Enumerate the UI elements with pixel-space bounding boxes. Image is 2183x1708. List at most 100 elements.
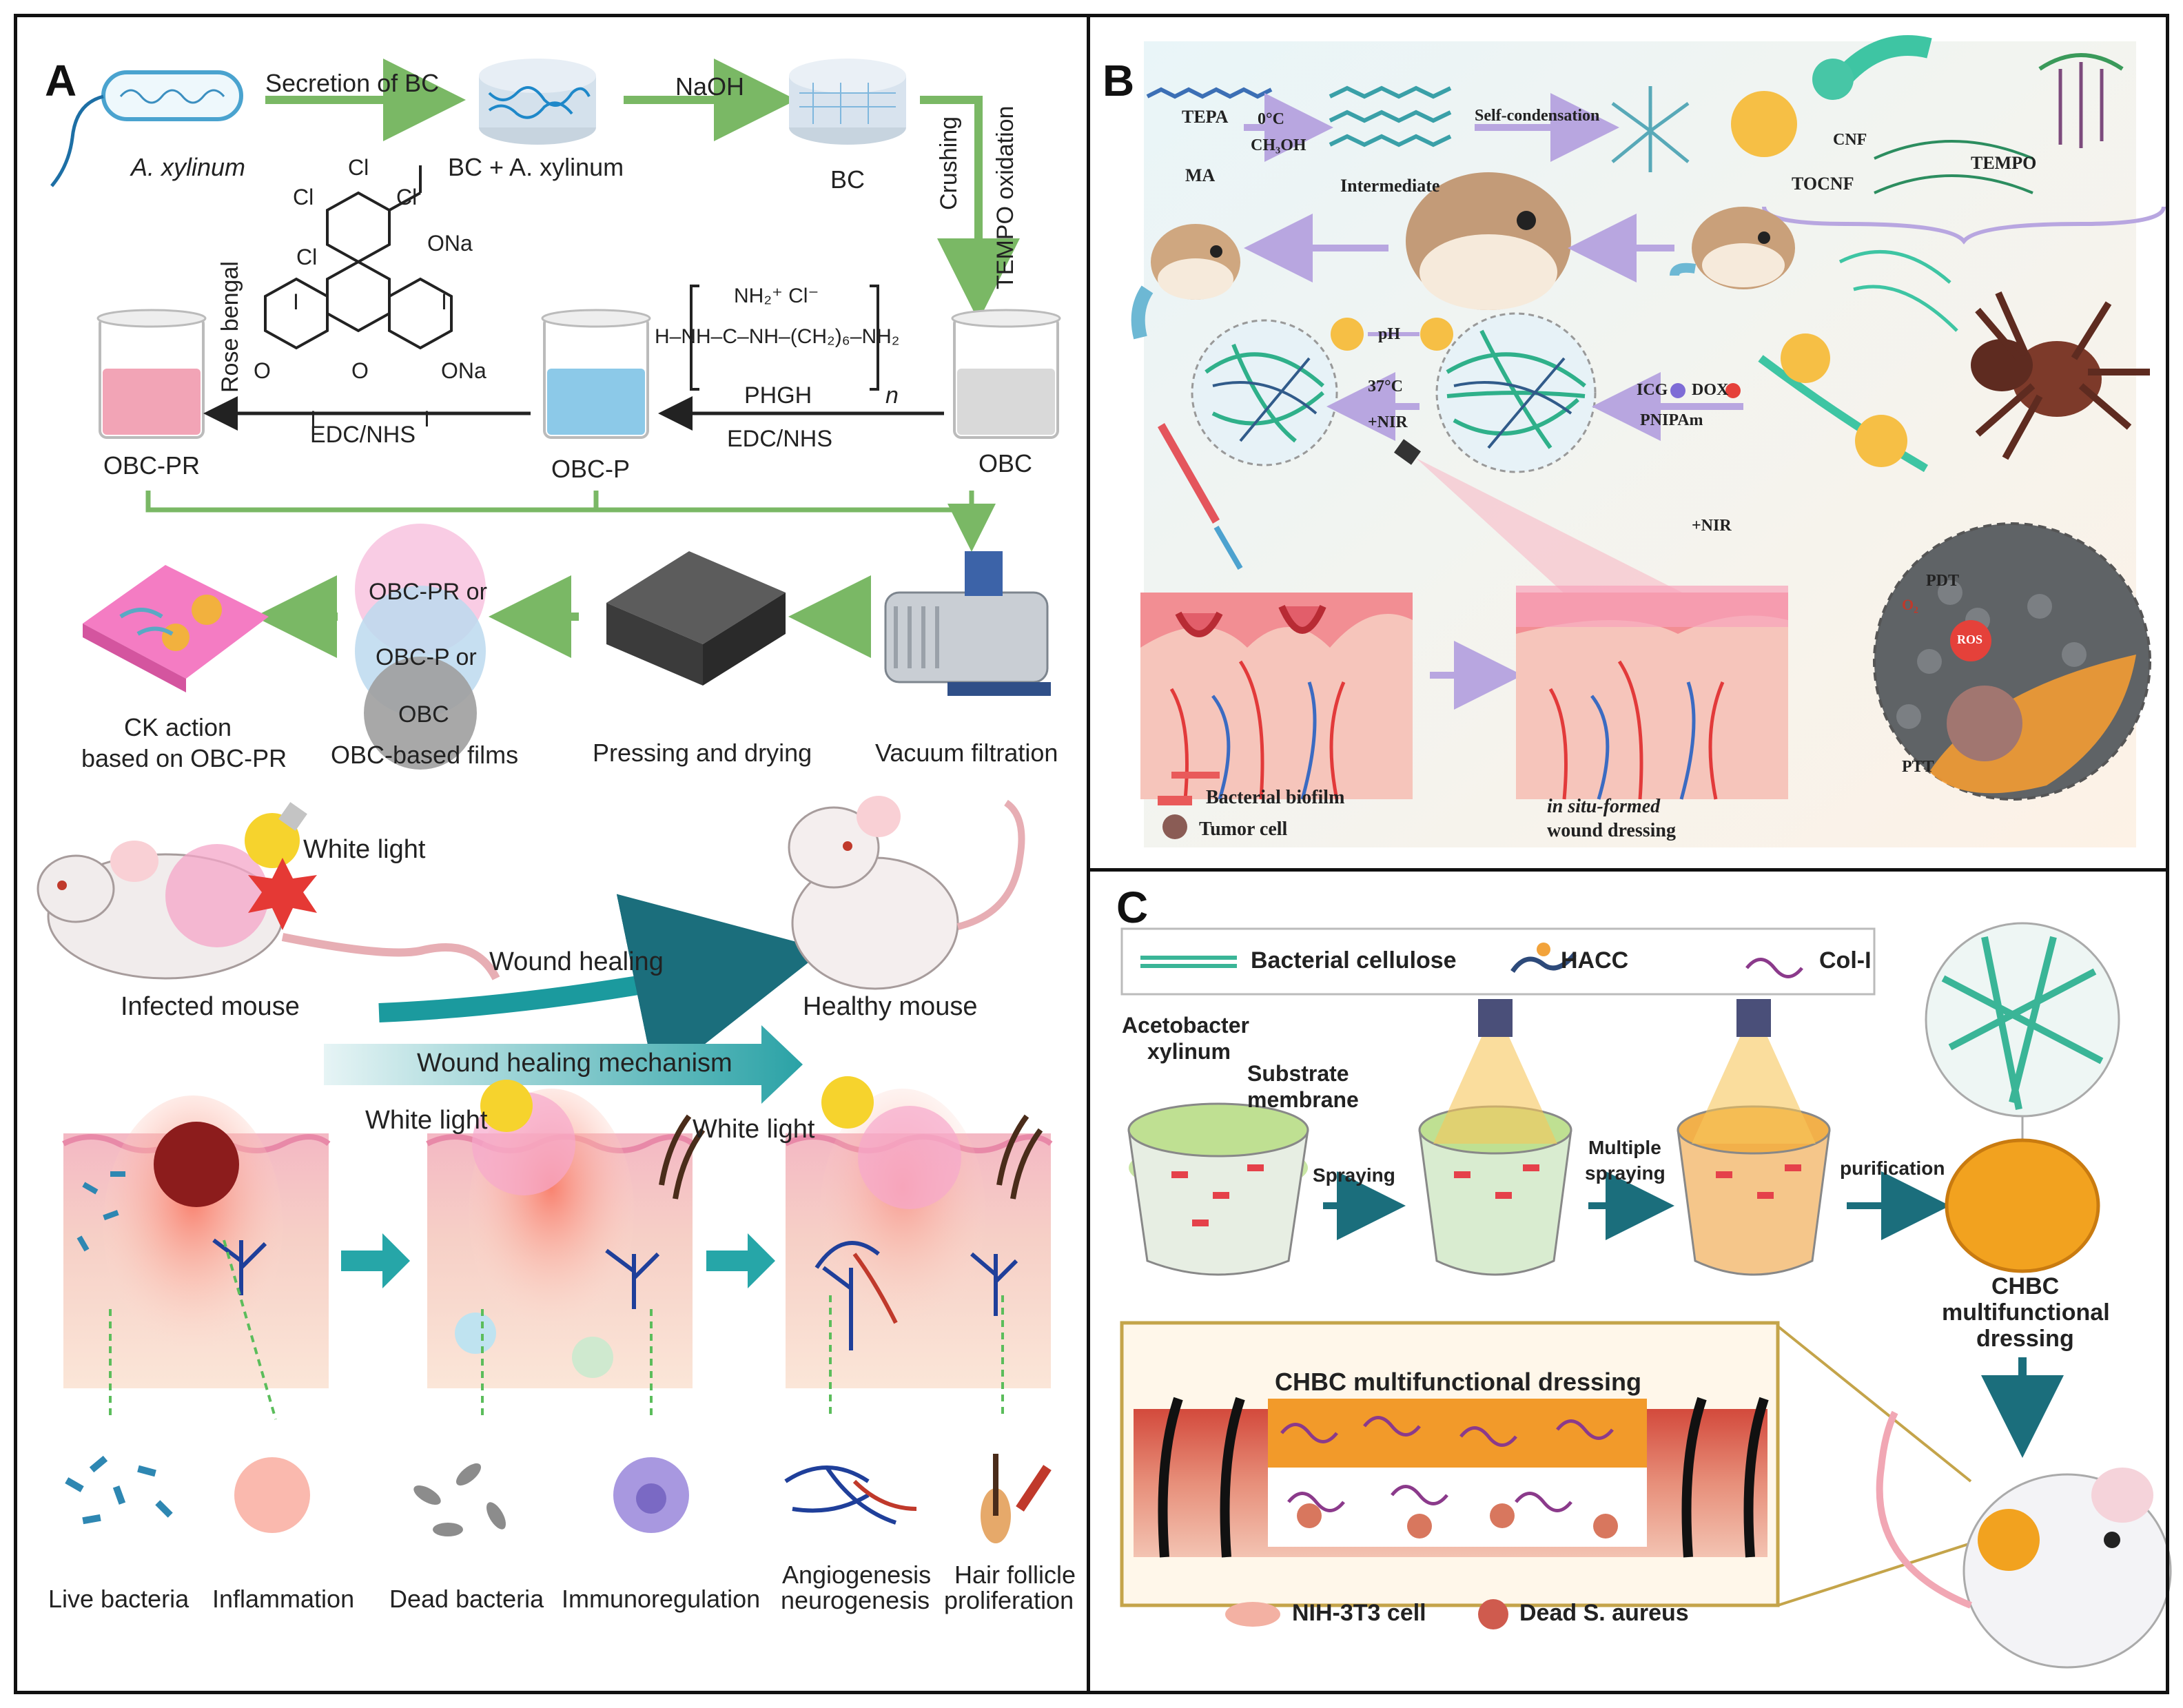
light-bulb-icon-3 [821,1076,874,1129]
vacuum-pump-icon [884,551,1051,696]
label-0c: 0°C [1258,110,1284,128]
biofilm-legend-icon [1158,796,1192,805]
legend-col-icon [1745,958,1803,978]
dressed-mouse-icon [1876,1410,2172,1669]
label-ros: ROS [1957,632,1983,646]
label-healthy-mouse: Healthy mouse [803,992,978,1021]
label-pressing: Pressing and drying [593,739,812,767]
label-acetobacter-2: xylinum [1147,1039,1231,1064]
label-angiogenesis-1: Angiogenesis [782,1561,932,1589]
pressed-film-icon [606,551,786,686]
dressing-layer [1268,1399,1647,1468]
label-i-3: I [424,407,430,431]
pufferfish-medium-icon [1670,207,1795,289]
label-cl-2: Cl [396,185,418,209]
legend-bc-label: Bacterial cellulose [1251,947,1457,974]
label-acetobacter-1: Acetobacter [1122,1013,1249,1038]
hair-follicle-icon [981,1454,1052,1543]
ck-action-film [83,565,269,692]
label-cl-1: Cl [348,155,369,180]
label-substrate-2: membrane [1247,1087,1359,1112]
panel-b-border [1087,14,2169,872]
label-wound-healing: Wound healing [489,947,664,976]
panel-c-border [1087,868,2169,1694]
label-hair-2: proliferation [944,1586,1074,1614]
label-inflammation: Inflammation [212,1585,355,1613]
label-cl-3: Cl [293,185,314,209]
infected-mouse-icon [37,841,500,980]
mechanism-arrow [324,1025,803,1104]
ros-icon [1950,620,1991,661]
label-biofilm: Bacterial biofilm [1206,787,1345,808]
label-tempo: TEMPO oxidation [992,105,1018,289]
silk-fiber-icon [1758,249,1958,473]
label-o2: O₂ [1902,596,1918,613]
rose-bengal-structure [264,165,453,350]
legend-col-label: Col-I [1819,947,1872,974]
label-live-bacteria: Live bacteria [48,1585,189,1613]
panel-a-border [14,14,1090,1694]
label-multiple-1: Multiple [1588,1137,1661,1158]
panel-c-letter: C [1116,883,1149,932]
label-pdt: PDT [1926,572,1959,590]
dish-1 [1127,1102,1309,1276]
label-bc: BC [830,165,865,194]
label-bc-culture: BC + A. xylinum [448,153,624,181]
label-hair-1: Hair follicle [954,1561,1076,1589]
label-i-2: I [310,407,316,431]
bacterium-icon [101,70,243,121]
panel-c [1120,922,2172,1669]
ros-burst-icon [248,858,317,930]
label-edc-1: EDC/NHS [310,422,416,448]
skin-tissue-1 [1140,593,1413,800]
label-tepa: TEPA [1182,107,1229,127]
hair-icon-right-2 [1743,1397,1769,1558]
label-tumor: Tumor cell [1199,819,1288,840]
live-bacteria-icon [65,1455,173,1525]
icg-icon [1670,383,1685,398]
label-o-2: O [351,358,369,383]
label-venn-p: OBC-P or [376,644,477,670]
pufferfish-large-icon [1406,172,1571,310]
label-self-condensation: Self-condensation [1475,107,1600,125]
dox-icon [1725,383,1741,398]
bc-pad-icon [789,59,906,145]
legend-box [1120,927,1876,996]
label-cl-4: Cl [296,245,318,269]
label-naoh: NaOH [675,72,745,101]
label-dressing-title: CHBC multifunctional dressing [1275,1368,1642,1396]
label-icg: ICG [1637,381,1668,399]
label-obc-pr: OBC-PR [103,451,201,480]
legend-hacc-label: HACC [1561,947,1629,974]
label-obc: OBC [978,449,1033,477]
label-dead-bacteria: Dead bacteria [389,1585,544,1613]
skin-tissue-2 [1516,586,1788,800]
skin-block-2 [426,1089,706,1388]
label-phgh-unit: NH₂⁺ Cl⁻ [734,285,819,307]
label-ona-2: ONa [441,358,486,383]
chbc-disc [1945,1138,2100,1273]
cellulose-fiber-icon [1812,35,2033,194]
wound-clot [154,1122,239,1207]
label-in-situ-1: in situ-formed [1547,796,1661,817]
label-nih: NIH-3T3 cell [1292,1600,1426,1626]
angiogenesis-icon [784,1465,896,1525]
label-substrate-1: Substrate [1247,1061,1349,1086]
label-vacuum: Vacuum filtration [875,739,1058,767]
label-ptt: PTT [1902,758,1934,776]
label-dox: DOX [1692,381,1729,399]
label-ph: pH [1378,325,1401,343]
dish-3 [1677,999,1831,1276]
label-rose-bengal: Rose bengal [217,261,243,393]
label-i-4: I [441,289,447,314]
label-films: OBC-based films [331,741,519,769]
label-crushing: Crushing [936,116,962,210]
label-pnipam: PNIPAm [1640,411,1703,429]
label-ck-action-1: CK action [124,713,232,741]
label-multiple-2: spraying [1585,1162,1666,1184]
label-immunoregulation: Immunoregulation [562,1585,761,1613]
healthy-mouse-icon [788,796,1025,990]
label-white-light-3: White light [693,1115,815,1144]
label-venn-pr: OBC-PR or [369,579,487,605]
